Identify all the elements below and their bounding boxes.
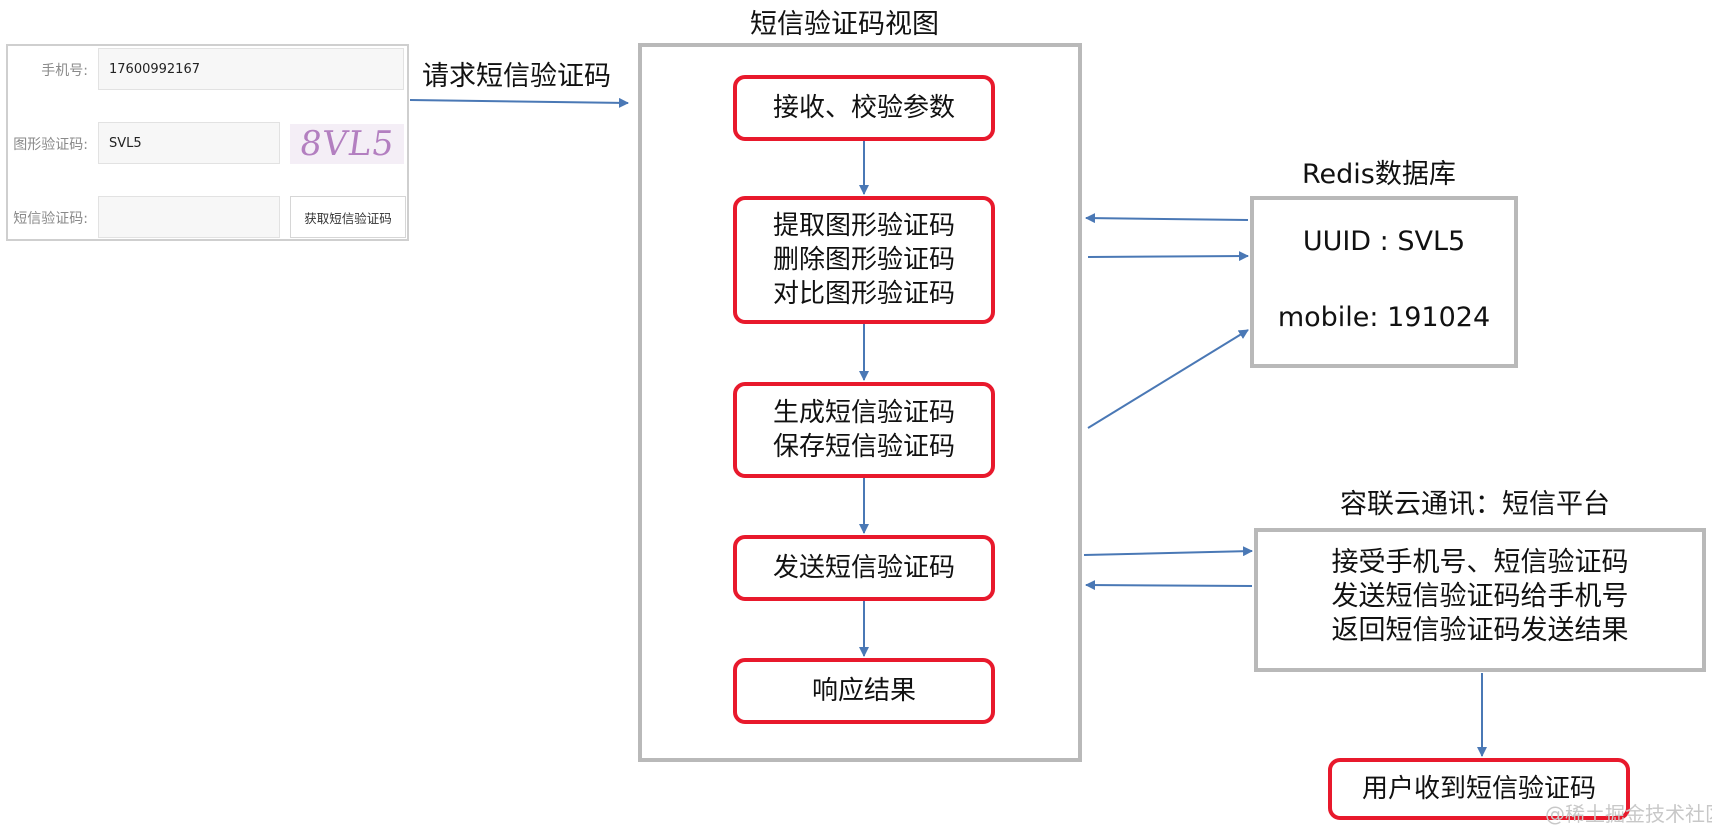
platform-line: 发送短信验证码给手机号 bbox=[1331, 581, 1629, 612]
step-line: 对比图形验证码 bbox=[772, 279, 955, 309]
step-line: 提取图形验证码 bbox=[772, 211, 955, 241]
view-title: 短信验证码视图 bbox=[750, 9, 939, 40]
phone-label: 手机号: bbox=[41, 63, 88, 79]
step-line: 接收、校验参数 bbox=[772, 93, 955, 123]
captcha-label: 图形验证码: bbox=[13, 137, 88, 153]
step-send-sms: 发送短信验证码 bbox=[733, 535, 995, 601]
user-received-box: 用户收到短信验证码 bbox=[1328, 758, 1630, 820]
step-generate-save: 生成短信验证码 保存短信验证码 bbox=[733, 382, 995, 478]
user-received-label: 用户收到短信验证码 bbox=[1361, 774, 1596, 804]
redis-entry-mobile: mobile: 191024 bbox=[1277, 302, 1491, 333]
redis-box bbox=[1250, 196, 1518, 368]
sms-platform-title: 容联云通讯：短信平台 bbox=[1340, 489, 1610, 520]
platform-line: 接受手机号、短信验证码 bbox=[1331, 547, 1629, 578]
sms-code-input[interactable] bbox=[98, 196, 280, 238]
sms-platform-box bbox=[1254, 528, 1706, 672]
step-line: 删除图形验证码 bbox=[772, 245, 955, 275]
step-line: 发送短信验证码 bbox=[772, 553, 955, 583]
step-line: 保存短信验证码 bbox=[772, 432, 955, 462]
step-line: 响应结果 bbox=[811, 676, 916, 706]
arrow-redis-to-view bbox=[1085, 213, 1249, 224]
step-captcha-check: 提取图形验证码 删除图形验证码 对比图形验证码 bbox=[733, 196, 995, 324]
arrow-platform-to-view bbox=[1085, 580, 1253, 591]
phone-input[interactable]: 17600992167 bbox=[98, 48, 404, 90]
request-label: 请求短信验证码 bbox=[422, 61, 611, 92]
captcha-input[interactable]: SVL5 bbox=[98, 122, 280, 164]
platform-line: 返回短信验证码发送结果 bbox=[1331, 615, 1629, 646]
step-receive-validate: 接收、校验参数 bbox=[733, 75, 995, 141]
arrow-view-to-redis-mobile bbox=[1087, 329, 1249, 429]
arrow-view-to-redis bbox=[1087, 251, 1249, 262]
redis-title: Redis数据库 bbox=[1302, 159, 1456, 190]
get-sms-code-button[interactable]: 获取短信验证码 bbox=[290, 196, 406, 238]
sms-platform-lines: 接受手机号、短信验证码 发送短信验证码给手机号 返回短信验证码发送结果 bbox=[1254, 546, 1706, 648]
arrow-form-to-view bbox=[409, 97, 629, 108]
watermark: @稀土掘金技术社区 bbox=[1545, 802, 1712, 826]
arrow-view-to-platform bbox=[1083, 546, 1253, 557]
sms-code-label: 短信验证码: bbox=[13, 211, 88, 227]
redis-entry-uuid: UUID : SVL5 bbox=[1302, 226, 1466, 257]
captcha-image[interactable]: 8VL5 bbox=[290, 124, 404, 164]
step-respond: 响应结果 bbox=[733, 658, 995, 724]
step-line: 生成短信验证码 bbox=[772, 398, 955, 428]
